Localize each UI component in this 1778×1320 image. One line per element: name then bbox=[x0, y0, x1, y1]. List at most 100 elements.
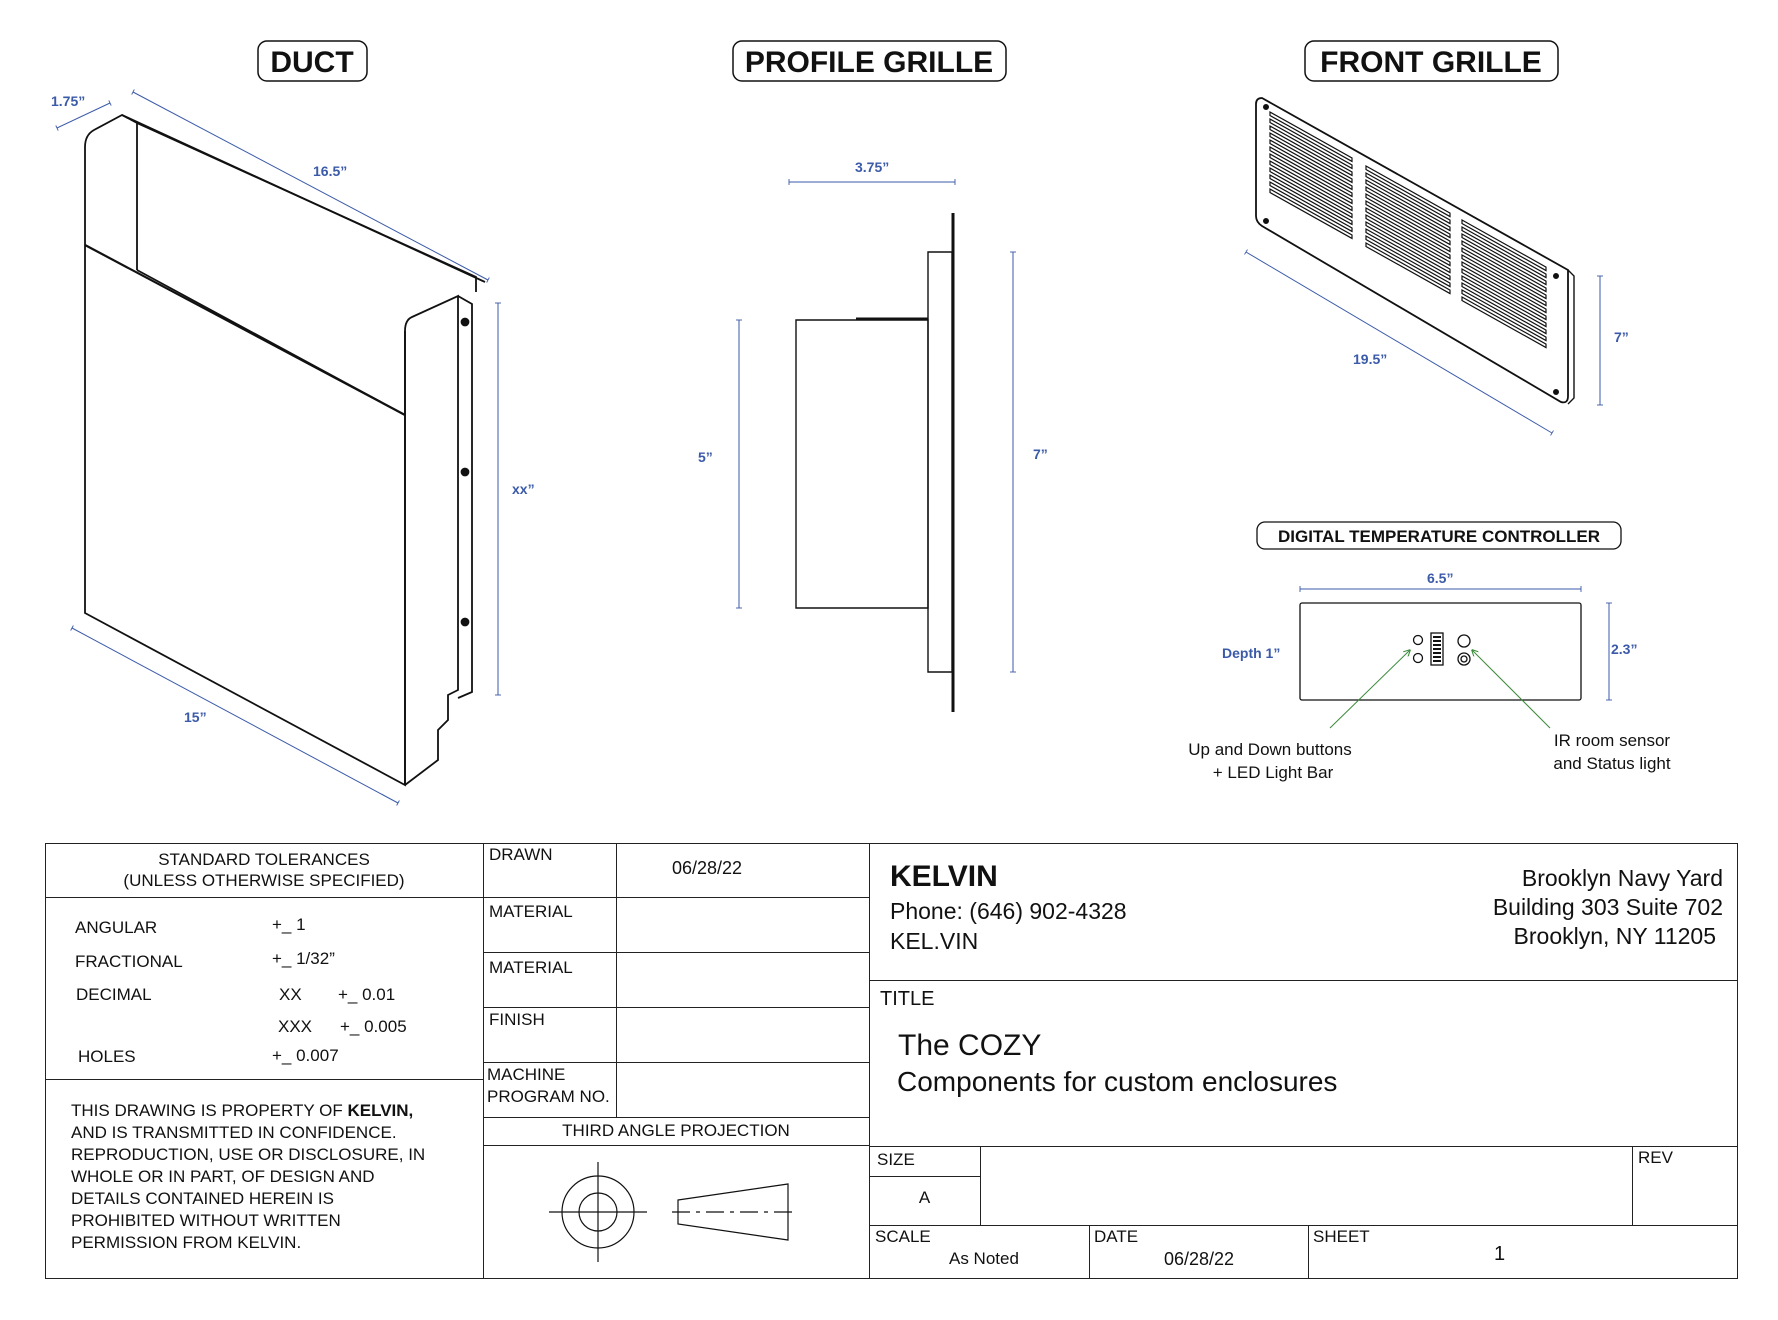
notice-line5: DETAILS CONTAINED HEREIN IS bbox=[71, 1189, 334, 1208]
fractional-value: +_ 1/32” bbox=[272, 949, 335, 968]
notice-line1-prefix: THIS DRAWING IS PROPERTY OF bbox=[71, 1101, 348, 1120]
duct-dim-height: xx” bbox=[512, 481, 535, 497]
duct-dim-flange: 1.75” bbox=[51, 93, 85, 109]
louver-slot bbox=[1461, 246, 1547, 300]
property-notice: THIS DRAWING IS PROPERTY OF KELVIN, AND … bbox=[71, 1100, 425, 1254]
notice-line4: WHOLE OR IN PART, OF DESIGN AND bbox=[71, 1167, 375, 1186]
size-value: A bbox=[918, 1188, 931, 1207]
holes-value: +_ 0.007 bbox=[272, 1046, 339, 1065]
louver-slot bbox=[1269, 180, 1353, 233]
front-grille-dim-width: 19.5” bbox=[1353, 351, 1387, 367]
louver-slot bbox=[1461, 253, 1547, 307]
sheet-label: SHEET bbox=[1313, 1227, 1370, 1246]
louver-slot bbox=[1461, 267, 1547, 321]
xx-label: XX bbox=[279, 985, 302, 1004]
sensor-callout-line1: IR room sensor bbox=[1554, 731, 1671, 750]
louver-slot bbox=[1365, 178, 1451, 232]
scale-value: As Noted bbox=[949, 1249, 1019, 1268]
profile-grille-title-pill: PROFILE GRILLE bbox=[732, 40, 1007, 82]
controller-dimensions bbox=[1299, 586, 1612, 701]
finish-label: FINISH bbox=[489, 1010, 545, 1029]
holes-label: HOLES bbox=[78, 1047, 136, 1066]
louver-slot bbox=[1269, 131, 1353, 184]
controller-dim-height: 2.3” bbox=[1611, 641, 1637, 657]
xx-value: +_ 0.01 bbox=[338, 985, 396, 1004]
machine-label-line2: PROGRAM NO. bbox=[487, 1087, 610, 1106]
company-phone: Phone: (646) 902-4328 bbox=[890, 898, 1127, 924]
louver-slot bbox=[1461, 260, 1547, 314]
front-grille-title-pill: FRONT GRILLE bbox=[1304, 40, 1559, 82]
duct-title: DUCT bbox=[270, 46, 353, 79]
drawn-date: 06/28/22 bbox=[672, 858, 743, 878]
louver-slot bbox=[1269, 117, 1353, 170]
sensor-callout-line2: and Status light bbox=[1553, 754, 1670, 773]
louver-slot bbox=[1461, 218, 1547, 272]
buttons-callout-line2: + LED Light Bar bbox=[1213, 763, 1334, 782]
company-web: KEL.VIN bbox=[890, 928, 979, 954]
tolerances-heading-line2: (UNLESS OTHERWISE SPECIFIED) bbox=[123, 871, 405, 890]
sheet-value: 1 bbox=[1494, 1243, 1506, 1265]
louver-slot bbox=[1365, 220, 1451, 274]
notice-line3: REPRODUCTION, USE OR DISCLOSURE, IN bbox=[71, 1145, 426, 1164]
louver-slot bbox=[1269, 145, 1353, 198]
louver-slot bbox=[1461, 281, 1547, 335]
xxx-value: +_ 0.005 bbox=[340, 1017, 407, 1036]
louver-slot bbox=[1461, 295, 1547, 349]
louver-slot bbox=[1365, 185, 1451, 239]
louver-slot bbox=[1365, 241, 1451, 295]
louver-slot bbox=[1269, 152, 1353, 205]
angular-value: +_ 1 bbox=[272, 915, 306, 934]
louver-slot bbox=[1365, 171, 1451, 225]
led-light-bar bbox=[1433, 636, 1441, 662]
controller-dim-width: 6.5” bbox=[1427, 570, 1453, 586]
louver-slot bbox=[1269, 173, 1353, 226]
louver-slot bbox=[1461, 274, 1547, 328]
company-name: KELVIN bbox=[890, 860, 998, 893]
louver-slot bbox=[1461, 239, 1547, 293]
notice-line7: PERMISSION FROM KELVIN. bbox=[71, 1233, 302, 1252]
duct-dimensions bbox=[55, 89, 501, 806]
material-label-1: MATERIAL bbox=[489, 902, 573, 921]
louver-slot bbox=[1365, 234, 1451, 288]
louver-slot bbox=[1269, 166, 1353, 219]
profile-dim-depth: 3.75” bbox=[855, 159, 889, 175]
notice-company: KELVIN, bbox=[347, 1101, 414, 1120]
tolerances-heading: STANDARD TOLERANCES (UNLESS OTHERWISE SP… bbox=[45, 849, 483, 891]
louver-slot bbox=[1269, 159, 1353, 212]
machine-program-label: MACHINE PROGRAM NO. bbox=[487, 1064, 610, 1108]
profile-dim-box-height: 5” bbox=[698, 449, 713, 465]
controller-dim-depth: Depth 1” bbox=[1222, 645, 1280, 661]
xxx-label: XXX bbox=[278, 1017, 313, 1036]
duct-dim-length: 16.5” bbox=[313, 163, 347, 179]
rev-label: REV bbox=[1638, 1148, 1673, 1167]
controller-title-pill: DIGITAL TEMPERATURE CONTROLLER bbox=[1256, 521, 1622, 550]
fractional-label: FRACTIONAL bbox=[75, 952, 183, 971]
front-grille-drawing bbox=[1255, 97, 1575, 405]
projection-label: THIRD ANGLE PROJECTION bbox=[562, 1121, 790, 1140]
decimal-label: DECIMAL bbox=[76, 985, 152, 1004]
louver-slot bbox=[1269, 187, 1353, 240]
callout-leaders bbox=[1329, 650, 1551, 729]
drawing-title-line2: Components for custom enclosures bbox=[897, 1066, 1338, 1097]
louver-slot bbox=[1365, 192, 1451, 246]
louver-slot bbox=[1269, 138, 1353, 191]
duct-dim-width: 15” bbox=[184, 709, 207, 725]
profile-grille-dimensions bbox=[736, 179, 1016, 673]
louver-slot bbox=[1365, 206, 1451, 260]
machine-label-line1: MACHINE bbox=[487, 1065, 566, 1084]
drawn-label: DRAWN bbox=[489, 845, 553, 864]
date-label: DATE bbox=[1094, 1227, 1139, 1246]
louver-slot bbox=[1461, 288, 1547, 342]
date-value: 06/28/22 bbox=[1164, 1249, 1235, 1269]
front-grille-title: FRONT GRILLE bbox=[1320, 46, 1542, 79]
louver-slot bbox=[1269, 124, 1353, 177]
scale-label: SCALE bbox=[875, 1227, 931, 1246]
size-label: SIZE bbox=[877, 1150, 915, 1169]
tolerances-heading-line1: STANDARD TOLERANCES bbox=[158, 850, 370, 869]
address-line1: Brooklyn Navy Yard bbox=[1521, 865, 1723, 891]
profile-dim-plate-height: 7” bbox=[1033, 446, 1048, 462]
louver-slot bbox=[1365, 213, 1451, 267]
louver-slot bbox=[1365, 227, 1451, 281]
material-label-2: MATERIAL bbox=[489, 958, 573, 977]
